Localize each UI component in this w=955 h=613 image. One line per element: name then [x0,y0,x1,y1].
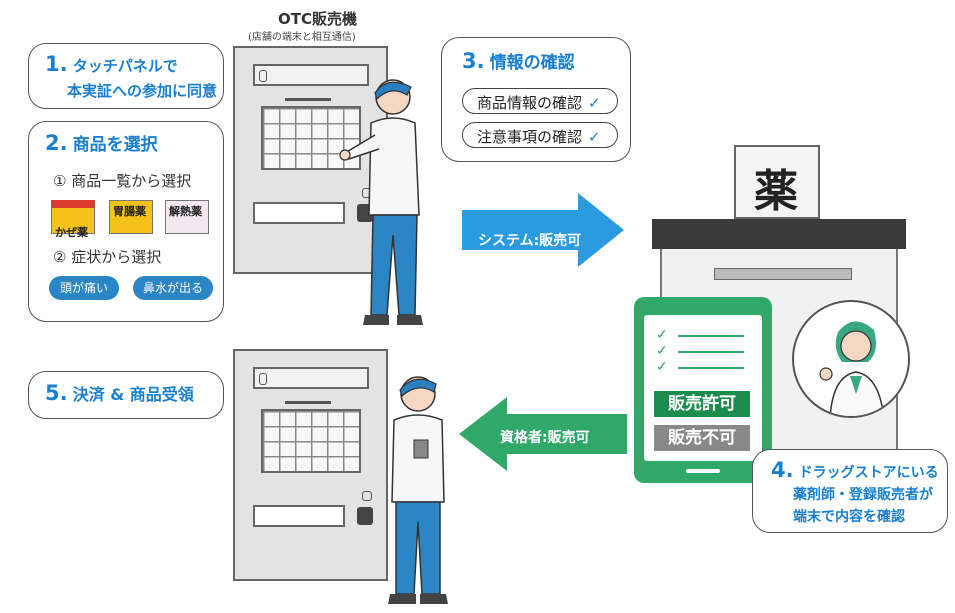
check-precautions: 注意事項の確認 ✓ [462,122,618,148]
checklist-icon: ✓ ✓ ✓ [656,327,746,375]
step3-title: 情報の確認 [489,53,575,73]
step1-line1: タッチパネルで [72,57,178,75]
step4-line2: 薬剤師・登録販売者が [793,487,933,503]
product-cold-medicine[interactable]: かぜ薬 [51,200,95,239]
pharmacy-awning [714,268,852,280]
deny-sale-button[interactable]: 販売不可 [654,425,750,451]
check-precautions-label: 注意事項の確認 [477,128,583,146]
pharmacy-sign-text: 薬 [754,166,798,217]
arrow-qualified-label: 資格者:販売可 [500,430,590,446]
step4-line3: 端末で内容を確認 [793,509,905,525]
pharmacy-roof [652,219,906,249]
vending-machine-bottom [233,349,388,581]
step5-number: 5. [45,381,68,405]
pharmacist-avatar [792,300,910,418]
tablet-device: ✓ ✓ ✓ 販売許可 販売不可 [634,297,772,483]
arrow-system-right [462,193,624,267]
step3-number: 3. [462,49,485,73]
step2-title: 商品を選択 [72,135,158,155]
option-product-list: ① 商品一覧から選択 [53,172,192,190]
check-product-info-label: 商品情報の確認 [477,94,583,112]
step1-bubble: 1. タッチパネルで 本実証への参加に同意 [28,43,224,109]
step4-number: 4. [771,458,794,482]
step2-bubble: 2. 商品を選択 ① 商品一覧から選択 かぜ薬 胃腸薬 解熱薬 ② 症状から選択… [28,121,224,322]
symptom-runny-nose[interactable]: 鼻水が出る [133,276,213,300]
checkmark-icon: ✓ [588,94,601,112]
pharmacy-sign: 薬 [734,145,820,219]
approve-sale-button[interactable]: 販売許可 [654,391,750,417]
step4-bubble: 4. ドラッグストアにいる 薬剤師・登録販売者が 端末で内容を確認 [752,449,948,533]
step1-line2: 本実証への参加に同意 [67,82,218,100]
step4-line1: ドラッグストアにいる [798,465,939,481]
check-product-info: 商品情報の確認 ✓ [462,88,618,114]
arrow-qualified-left [459,397,627,471]
machine-title: OTC販売機 [278,10,357,28]
step1-number: 1. [45,52,68,76]
step5-bubble: 5. 決済 & 商品受領 [28,371,224,419]
step5-title: 決済 & 商品受領 [72,385,194,404]
checkmark-icon: ✓ [588,128,601,146]
vending-machine-top [233,46,388,274]
customer-receiving-product-illustration [388,376,448,604]
symptom-headache[interactable]: 頭が痛い [49,276,119,300]
step2-number: 2. [45,131,68,155]
product-stomach-medicine[interactable]: 胃腸薬 [109,200,153,234]
step3-bubble: 3. 情報の確認 商品情報の確認 ✓ 注意事項の確認 ✓ [441,37,631,162]
customer-touching-panel-illustration [339,79,423,325]
arrow-system-label: システム:販売可 [478,233,582,249]
machine-subtitle: (店舗の端末と相互通信) [248,32,356,43]
option-symptom: ② 症状から選択 [53,248,162,266]
tablet-home-button [686,469,720,473]
product-fever-medicine[interactable]: 解熱薬 [165,200,209,234]
